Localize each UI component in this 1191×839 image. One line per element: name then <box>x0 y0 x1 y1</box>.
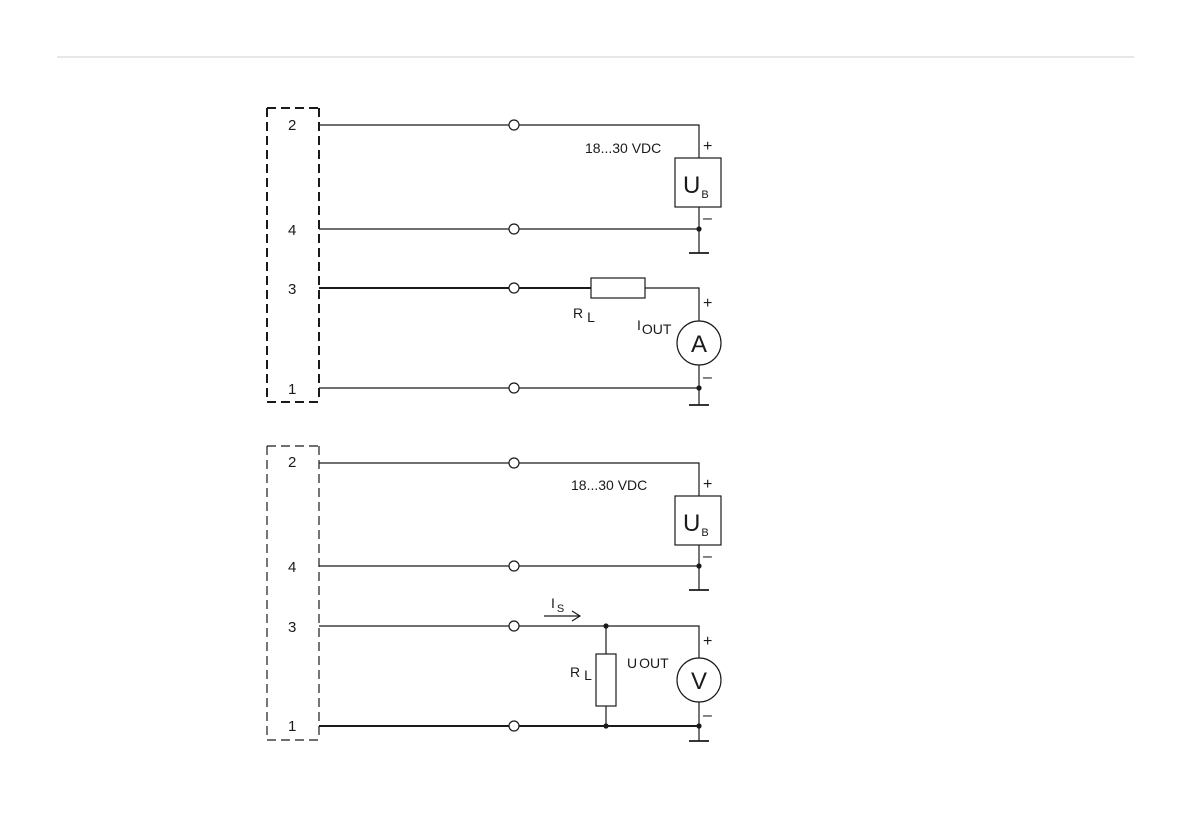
resistor-label-main: R <box>573 305 583 321</box>
minus-sign: – <box>703 369 712 386</box>
plus-sign: + <box>703 476 712 493</box>
resistor-label-main: R <box>570 664 580 680</box>
supply-symbol: UB <box>683 172 709 201</box>
meter-symbol: V <box>691 668 707 695</box>
supply-symbol-sub: B <box>701 527 708 539</box>
terminal <box>509 224 519 234</box>
junctions-bottom <box>603 563 701 728</box>
current-label-sub: S <box>557 603 564 615</box>
terminal <box>509 383 519 393</box>
terminal <box>509 120 519 130</box>
meter-quantity-main: I <box>637 317 641 333</box>
supply-symbol-main: U <box>683 172 700 199</box>
supply-voltage-label: 18...30 VDC <box>585 140 661 156</box>
terminal <box>509 621 519 631</box>
pin-label: 3 <box>288 619 296 636</box>
minus-sign: – <box>703 210 712 227</box>
terminal <box>509 458 519 468</box>
terminal <box>509 721 519 731</box>
junction-dot <box>696 563 701 568</box>
minus-sign: – <box>703 548 712 565</box>
pin-label: 3 <box>288 281 296 298</box>
load-resistor <box>596 654 616 706</box>
meter-quantity-main: U <box>627 655 637 671</box>
wire-resistor-meter <box>645 288 699 321</box>
terminal <box>509 283 519 293</box>
meter-symbol: A <box>691 331 707 358</box>
pin-label: 2 <box>288 454 296 471</box>
meter-quantity-sub: OUT <box>639 655 669 671</box>
meter-quantity-sub: OUT <box>642 321 672 337</box>
pin-label: 4 <box>288 559 296 576</box>
terminal <box>509 561 519 571</box>
plus-sign: + <box>703 633 712 650</box>
junction-dot <box>696 385 701 390</box>
plus-sign: + <box>703 138 712 155</box>
supply-voltage-label: 18...30 VDC <box>571 477 647 493</box>
supply-symbol-sub: B <box>701 189 708 201</box>
resistor-label-sub: L <box>587 309 595 325</box>
pin-label: 1 <box>288 718 296 735</box>
plus-sign: + <box>703 295 712 312</box>
junction-dot <box>603 623 608 628</box>
load-resistor <box>591 278 645 298</box>
minus-sign: – <box>703 707 712 724</box>
supply-symbol-main: U <box>683 510 700 537</box>
current-label-main: I <box>551 595 555 611</box>
pin-label: 1 <box>288 381 296 398</box>
junction-dot <box>696 226 701 231</box>
pin-label: 2 <box>288 117 296 134</box>
pin-label: 4 <box>288 222 296 239</box>
junction-dot <box>696 723 701 728</box>
wire-pin-3 <box>319 626 699 658</box>
circuit-voltage-output <box>267 446 721 741</box>
junction-dot <box>603 723 608 728</box>
supply-symbol: UB <box>683 510 709 539</box>
meter-quantity-label: IOUT <box>637 317 672 337</box>
resistor-label-sub: L <box>584 667 592 683</box>
